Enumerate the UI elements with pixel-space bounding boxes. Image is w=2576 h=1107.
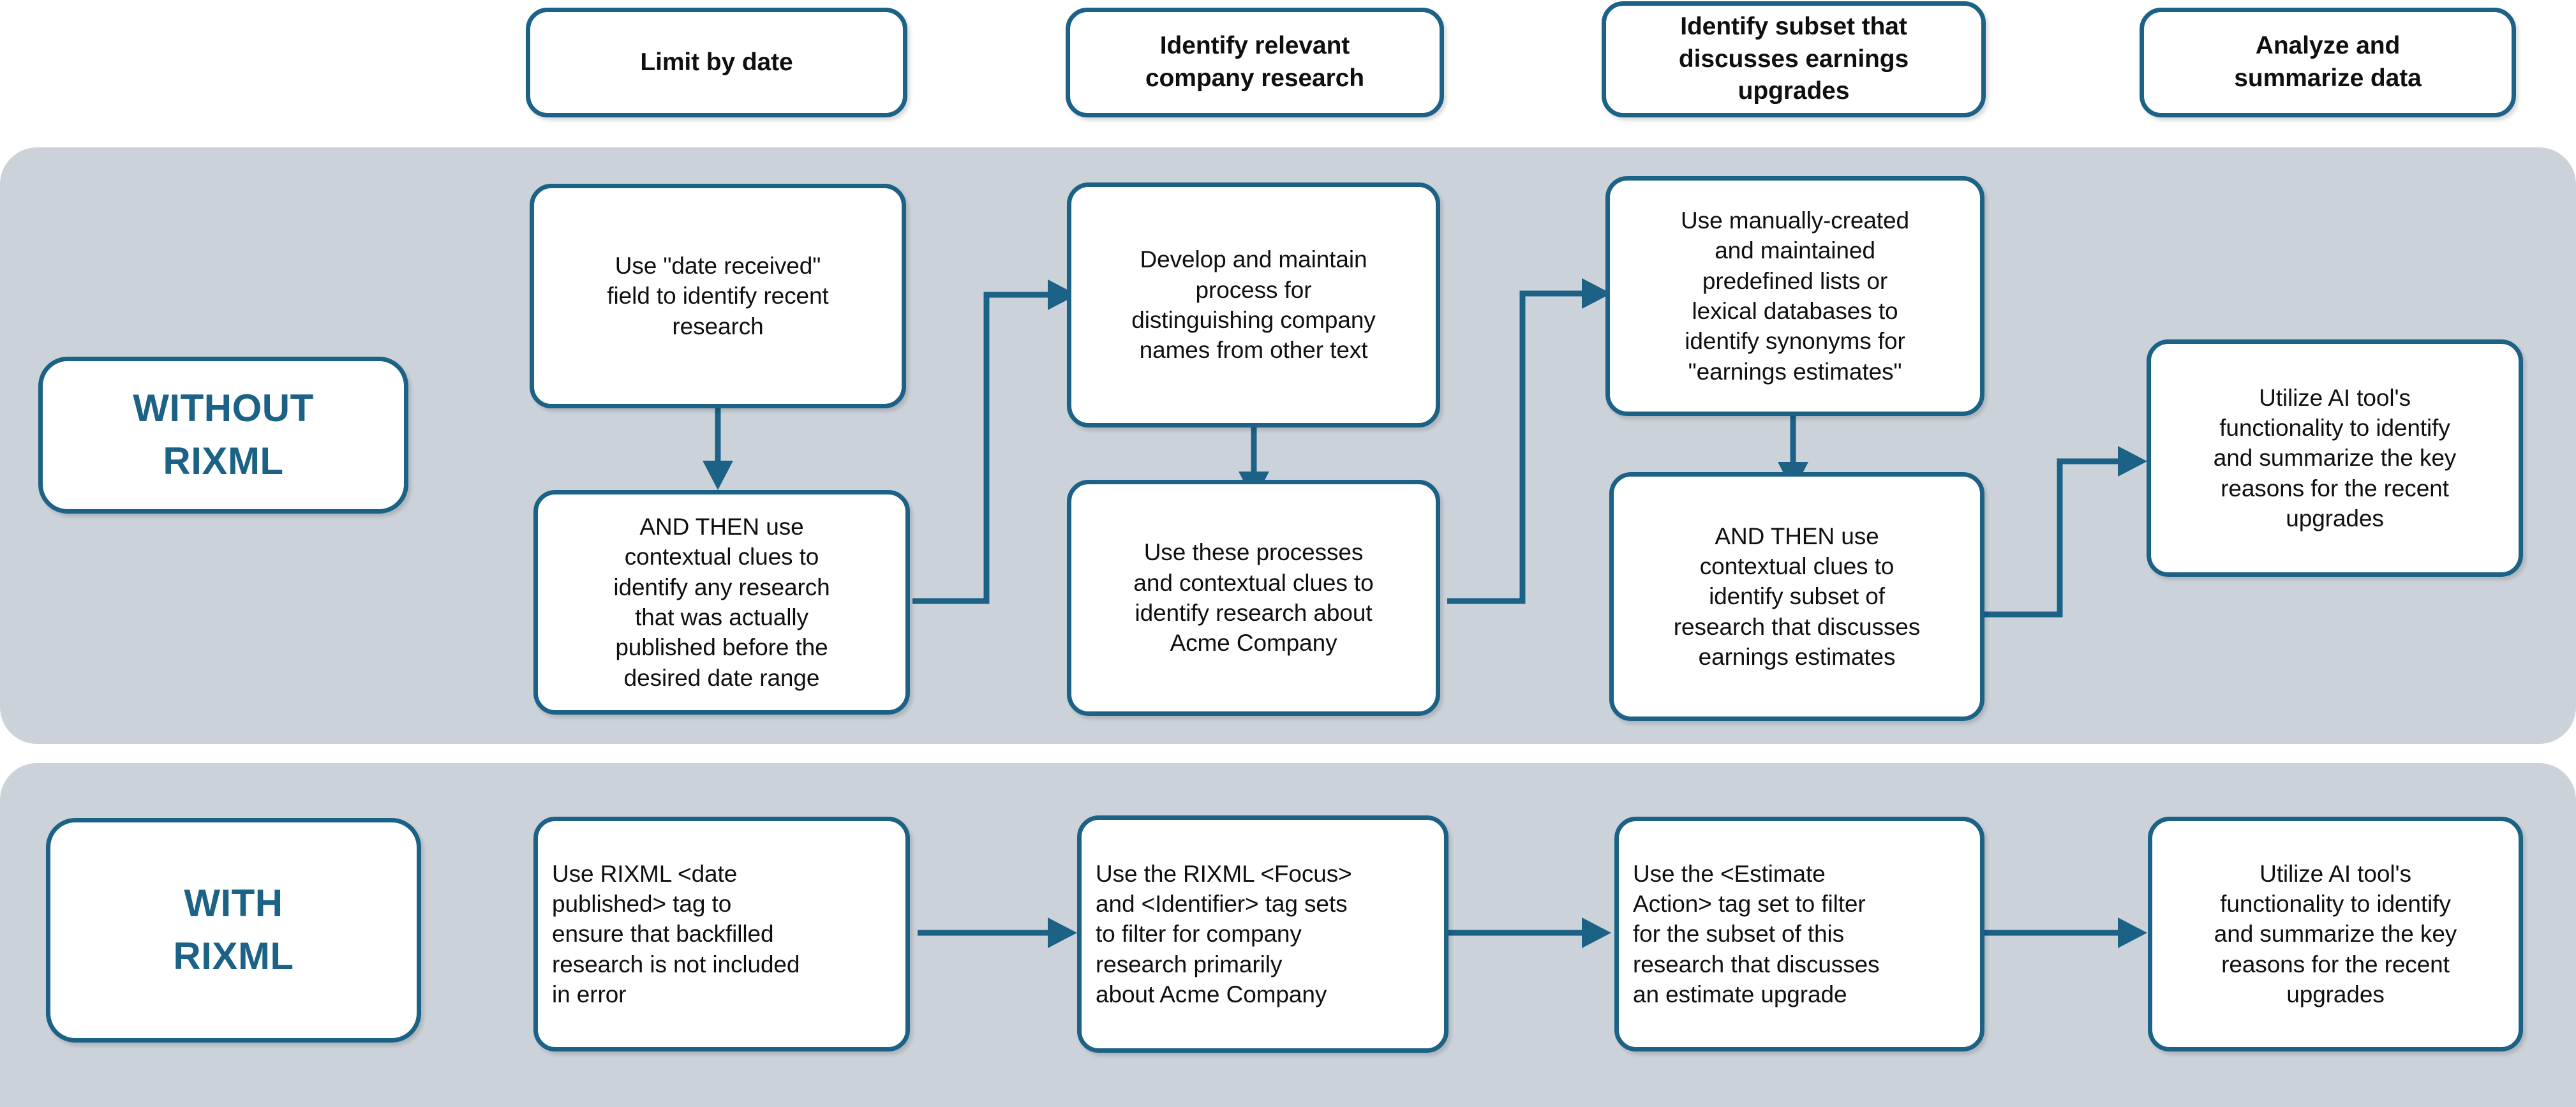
step-box-text: Utilize AI tool's functionality to ident… bbox=[2214, 860, 2457, 1008]
column-header-analyze-and-summarize-data[interactable]: Analyze and summarize data bbox=[2140, 8, 2516, 117]
step-box-with-c1[interactable]: Use RIXML <date published> tag to ensure… bbox=[533, 817, 910, 1051]
row-label-text: WITHOUT RIXML bbox=[133, 387, 314, 482]
step-box-text: Use the <Estimate Action> tag set to fil… bbox=[1633, 860, 1880, 1008]
column-header-label: Limit by date bbox=[640, 48, 793, 76]
row-label-text: WITH RIXML bbox=[173, 882, 294, 977]
column-header-label: Identify relevant company research bbox=[1145, 32, 1365, 92]
step-box-text: Use these processes and contextual clues… bbox=[1133, 539, 1374, 657]
step-box-without-c3-bottom[interactable]: AND THEN use contextual clues to identif… bbox=[1609, 472, 1984, 721]
step-box-text: Use the RIXML <Focus> and <Identifier> t… bbox=[1096, 860, 1352, 1008]
step-box-without-c1-top[interactable]: Use "date received" field to identify re… bbox=[530, 184, 906, 408]
step-box-text: Develop and maintain process for disting… bbox=[1131, 246, 1376, 364]
column-header-label: Identify subset that discusses earnings … bbox=[1678, 12, 1909, 105]
step-box-without-c4[interactable]: Utilize AI tool's functionality to ident… bbox=[2147, 339, 2523, 577]
step-box-text: Use manually-created and maintained pred… bbox=[1681, 207, 1909, 385]
step-box-text: AND THEN use contextual clues to identif… bbox=[1673, 523, 1921, 671]
step-box-text: Utilize AI tool's functionality to ident… bbox=[2213, 384, 2457, 532]
step-box-with-c2[interactable]: Use the RIXML <Focus> and <Identifier> t… bbox=[1077, 815, 1448, 1053]
column-header-identify-relevant-company-research[interactable]: Identify relevant company research bbox=[1066, 8, 1444, 117]
column-header-label: Analyze and summarize data bbox=[2234, 32, 2422, 92]
step-box-without-c2-bottom[interactable]: Use these processes and contextual clues… bbox=[1067, 480, 1440, 716]
step-box-without-c3-top[interactable]: Use manually-created and maintained pred… bbox=[1605, 176, 1984, 416]
column-header-limit-by-date[interactable]: Limit by date bbox=[526, 8, 907, 117]
step-box-with-c4[interactable]: Utilize AI tool's functionality to ident… bbox=[2148, 817, 2523, 1051]
column-header-identify-subset-earnings-upgrades[interactable]: Identify subset that discusses earnings … bbox=[1602, 1, 1986, 117]
step-box-without-c1-bottom[interactable]: AND THEN use contextual clues to identif… bbox=[533, 490, 910, 715]
step-box-without-c2-top[interactable]: Develop and maintain process for disting… bbox=[1067, 182, 1440, 427]
row-label-without-rixml[interactable]: WITHOUT RIXML bbox=[38, 357, 408, 514]
row-label-with-rixml[interactable]: WITH RIXML bbox=[46, 818, 421, 1043]
step-box-text: Use "date received" field to identify re… bbox=[607, 252, 829, 339]
step-box-text: AND THEN use contextual clues to identif… bbox=[613, 513, 830, 691]
step-box-with-c3[interactable]: Use the <Estimate Action> tag set to fil… bbox=[1614, 817, 1984, 1051]
step-box-text: Use RIXML <date published> tag to ensure… bbox=[552, 860, 800, 1008]
